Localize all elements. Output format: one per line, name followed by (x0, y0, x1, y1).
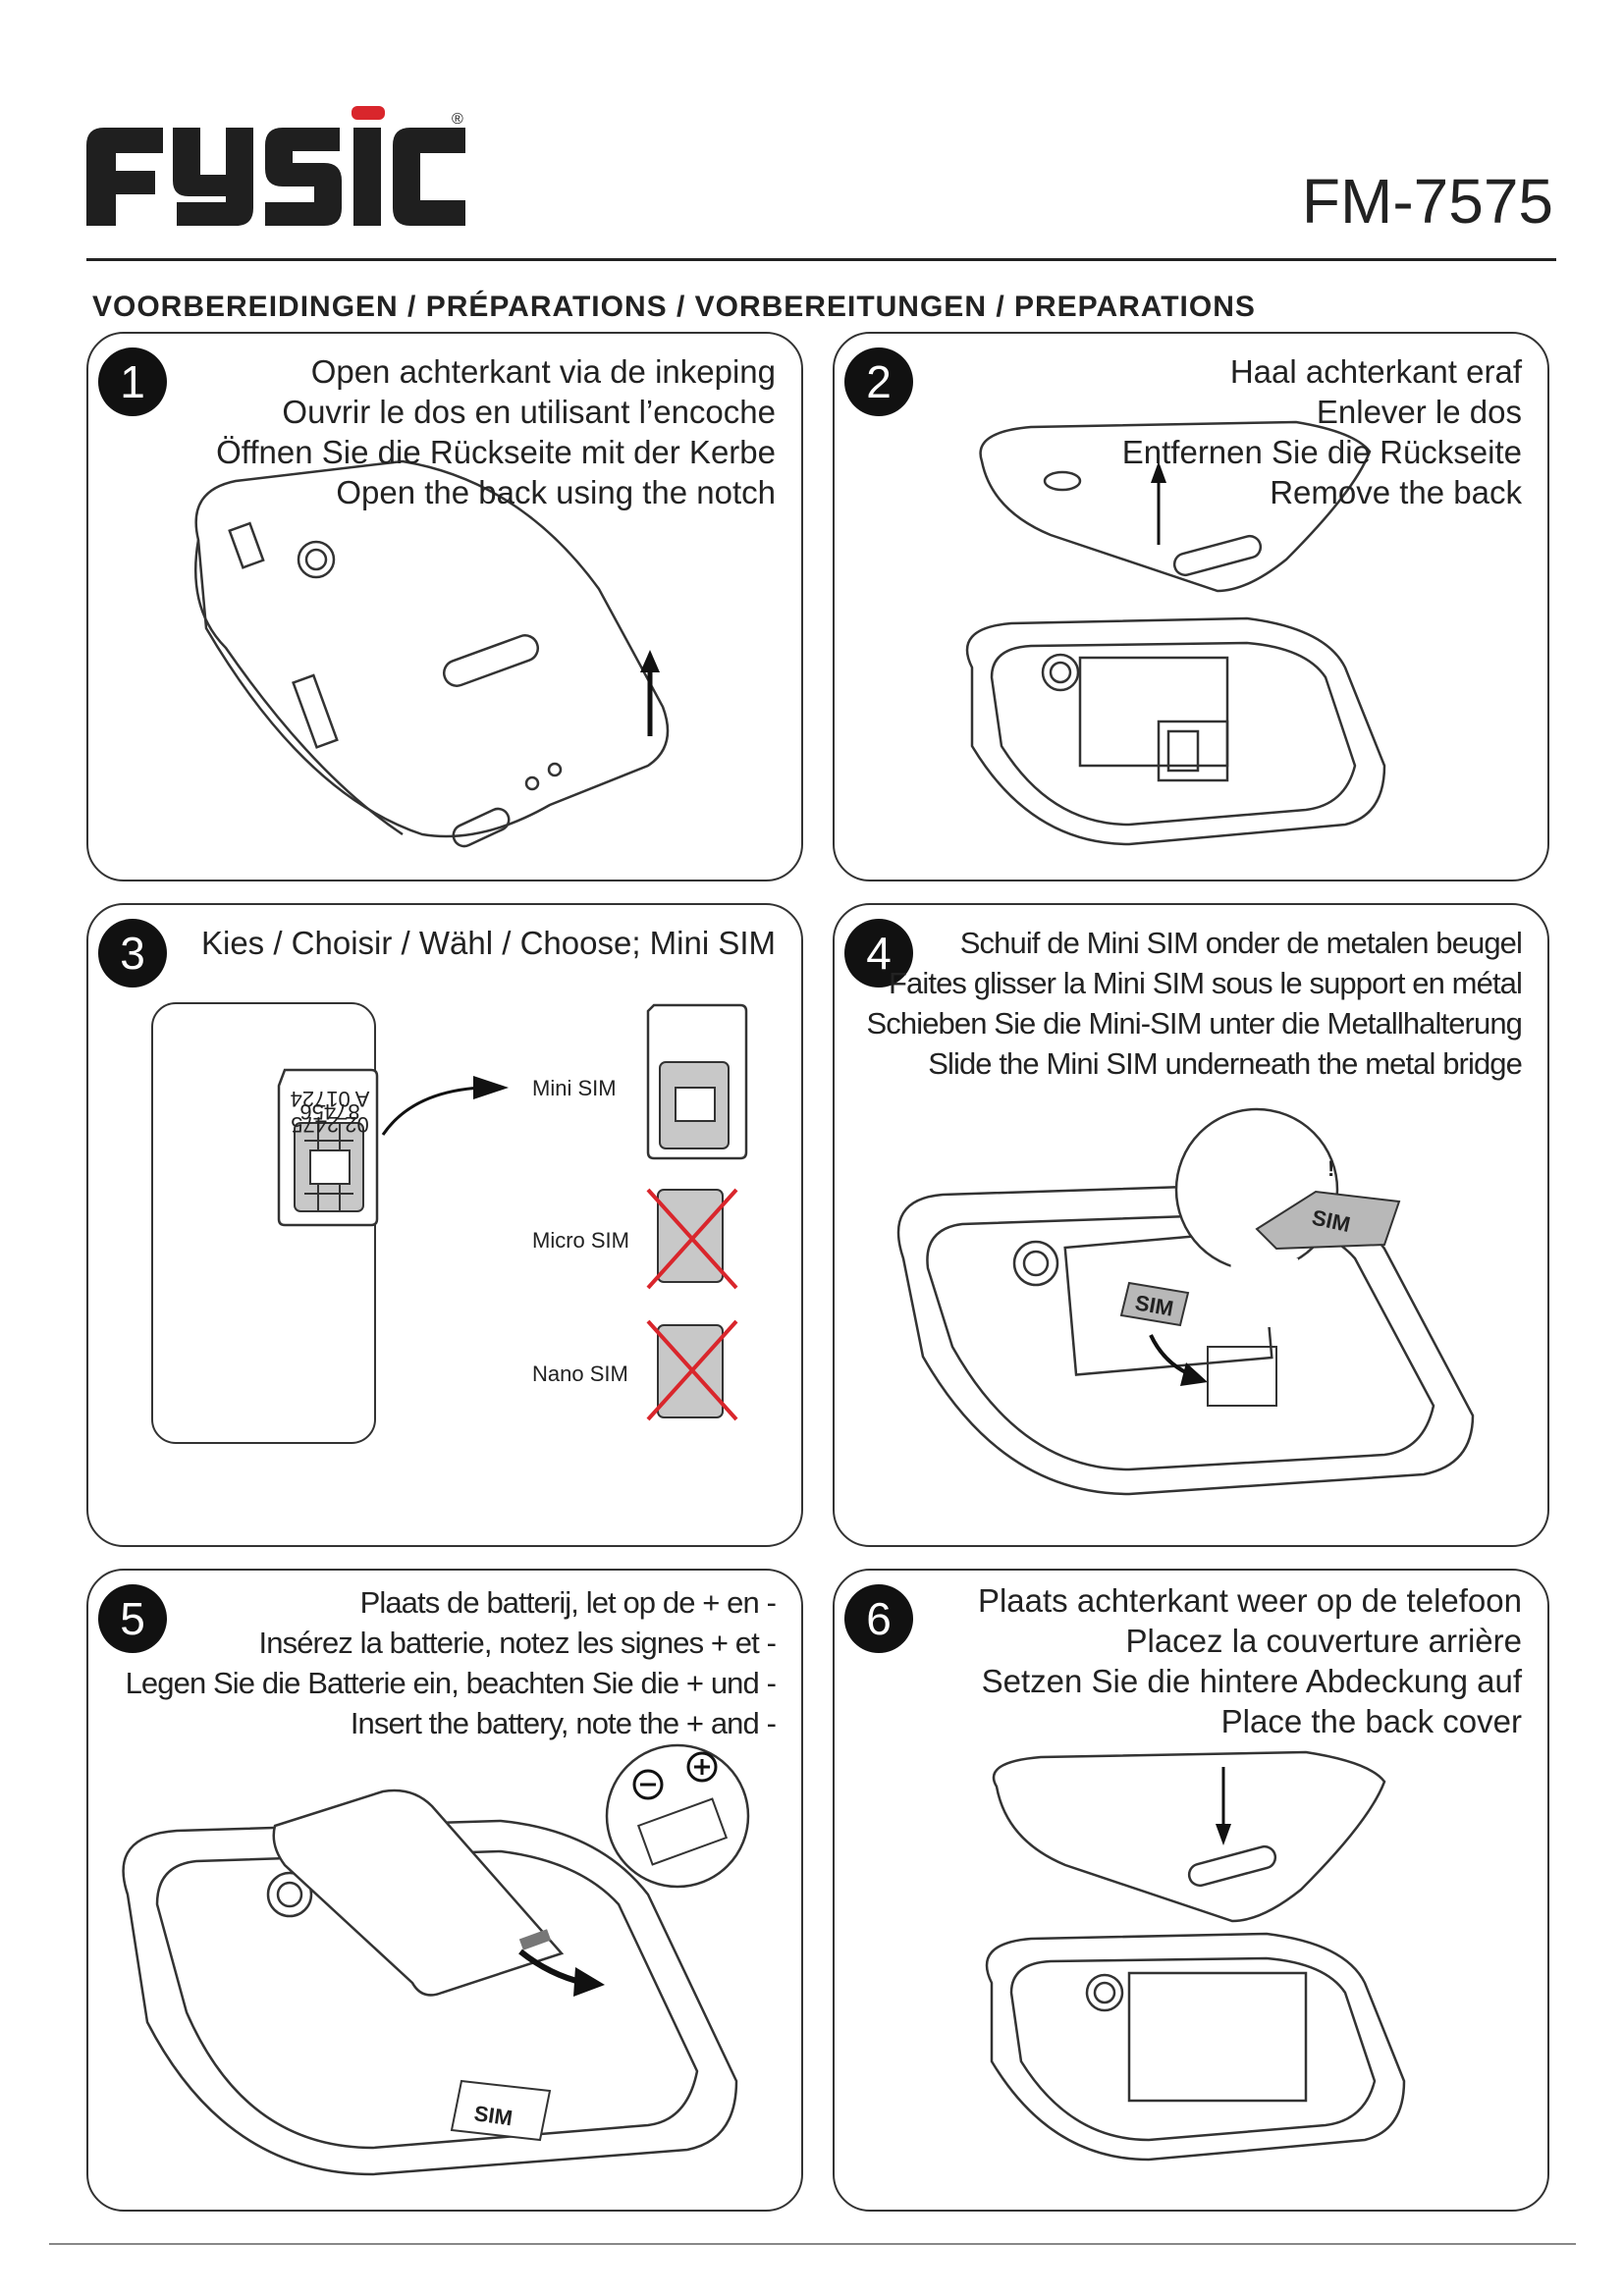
mini-sim-label: Mini SIM (532, 1076, 617, 1100)
instruction-line: Faites glisser la Mini SIM sous le suppo… (889, 966, 1523, 1000)
sim-tray: SIM (450, 2079, 552, 2142)
step-number-badge: 3 (98, 919, 167, 988)
mini-sim-small-icon (646, 1003, 748, 1160)
step-6-panel: 6 Plaats achterkant weer op de telefoon … (833, 1569, 1549, 2212)
instruction-line: Schieben Sie die Mini-SIM unter die Meta… (866, 1006, 1523, 1041)
svg-text:®: ® (452, 111, 463, 128)
instruction-line: Placez la couverture arrière (1125, 1623, 1522, 1659)
model-number: FM-7575 (1301, 166, 1553, 237)
nano-sim-label: Nano SIM (532, 1362, 628, 1386)
replace-back-illustration (985, 1750, 1406, 2162)
sim-code-text: 02 2475 (291, 1112, 369, 1137)
instruction-line: Enlever le dos (1316, 394, 1522, 430)
instruction-line: Setzen Sie die hintere Abdeckung auf (981, 1663, 1522, 1699)
instruction-line: Plaats achterkant weer op de telefoon (977, 1582, 1522, 1619)
choose-arrow (381, 1086, 482, 1136)
instruction-line: Open achterkant via de inkeping (310, 353, 776, 390)
instruction-line: Kies / Choisir / Wähl / Choose; Mini SIM (200, 925, 776, 961)
header-divider (86, 258, 1556, 261)
step-2-instructions: Haal achterkant eraf Enlever le dos Entf… (1122, 351, 1522, 512)
step-3-instructions: Kies / Choisir / Wähl / Choose; Mini SIM (201, 923, 776, 963)
step-number-badge: 4 (844, 919, 913, 988)
sim-code-text: A 01724 (291, 1087, 370, 1111)
sim-card-label: SIM (472, 2101, 514, 2130)
micro-sim-crossed-icon (646, 1188, 738, 1290)
step-1-panel: 1 Open achterkant via de inkeping Ouvrir… (86, 332, 803, 881)
micro-sim-label: Micro SIM (532, 1228, 629, 1253)
insert-battery-illustration: SIM (122, 1743, 750, 2176)
warning-mark: ! (1327, 1156, 1334, 1181)
step-2-panel: 2 Haal achterkant eraf Enlever le dos En… (833, 332, 1549, 881)
polarity-callout (605, 1743, 750, 1889)
instruction-line: Schuif de Mini SIM onder de metalen beug… (959, 926, 1523, 960)
instruction-line: Insert the battery, note the + and - (350, 1706, 777, 1740)
step-6-instructions: Plaats achterkant weer op de telefoon Pl… (978, 1580, 1522, 1741)
step-number-badge: 5 (98, 1584, 167, 1653)
step-number-badge: 1 (98, 347, 167, 416)
instruction-line: Legen Sie die Batterie ein, beachten Sie… (125, 1666, 777, 1700)
instruction-line: Open the back using the notch (336, 474, 776, 510)
remove-back-illustration (965, 420, 1386, 846)
section-title: VOORBEREIDINGEN / PRÉPARATIONS / VORBERE… (92, 291, 1256, 323)
step-3-panel: 02 2475 87456 A 01724 Mini SIM Micro SIM… (86, 903, 803, 1547)
instruction-line: Remove the back (1270, 474, 1522, 510)
step-1-instructions: Open achterkant via de inkeping Ouvrir l… (216, 351, 776, 512)
sim-code-text: 87456 (299, 1099, 359, 1124)
step-number-badge: 2 (844, 347, 913, 416)
sim-card-insert: SIM (1119, 1281, 1190, 1327)
footer-divider (49, 2243, 1576, 2245)
sim-size-chooser-illustration: 02 2475 87456 A 01724 Mini SIM Micro SIM… (151, 1002, 748, 1444)
instruction-line: Place the back cover (1220, 1703, 1522, 1739)
fysic-logo: ® (86, 106, 465, 226)
step-4-instructions: Schuif de Mini SIM onder de metalen beug… (866, 923, 1523, 1084)
instruction-line: Haal achterkant eraf (1229, 353, 1522, 390)
battery-icon (272, 1789, 565, 1997)
step-number-badge: 6 (844, 1584, 913, 1653)
step-5-instructions: Plaats de batterij, let op de + en - Ins… (125, 1582, 777, 1743)
step-4-panel: SIM ! SIM 4 Schuif de Mini SIM onder de … (833, 903, 1549, 1547)
instruction-line: Öffnen Sie die Rückseite mit der Kerbe (216, 434, 776, 470)
instruction-line: Slide the Mini SIM underneath the metal … (928, 1046, 1523, 1081)
instruction-line: Insérez la batterie, notez les signes + … (258, 1626, 777, 1660)
instruction-line: Ouvrir le dos en utilisant l’encoche (282, 394, 776, 430)
sim-detail-callout: SIM ! (1255, 1156, 1401, 1251)
mini-sim-card-icon: 02 2475 87456 A 01724 (277, 1068, 379, 1227)
insert-sim-illustration: SIM ! SIM (896, 1107, 1475, 1496)
step-5-panel: SIM 5 Plaats de batterij, let op de + en… (86, 1569, 803, 2212)
instruction-line: Plaats de batterij, let op de + en - (359, 1585, 777, 1620)
nano-sim-crossed-icon (646, 1319, 738, 1421)
instruction-line: Entfernen Sie die Rückseite (1121, 434, 1522, 470)
phone-back-illustration (194, 459, 670, 848)
